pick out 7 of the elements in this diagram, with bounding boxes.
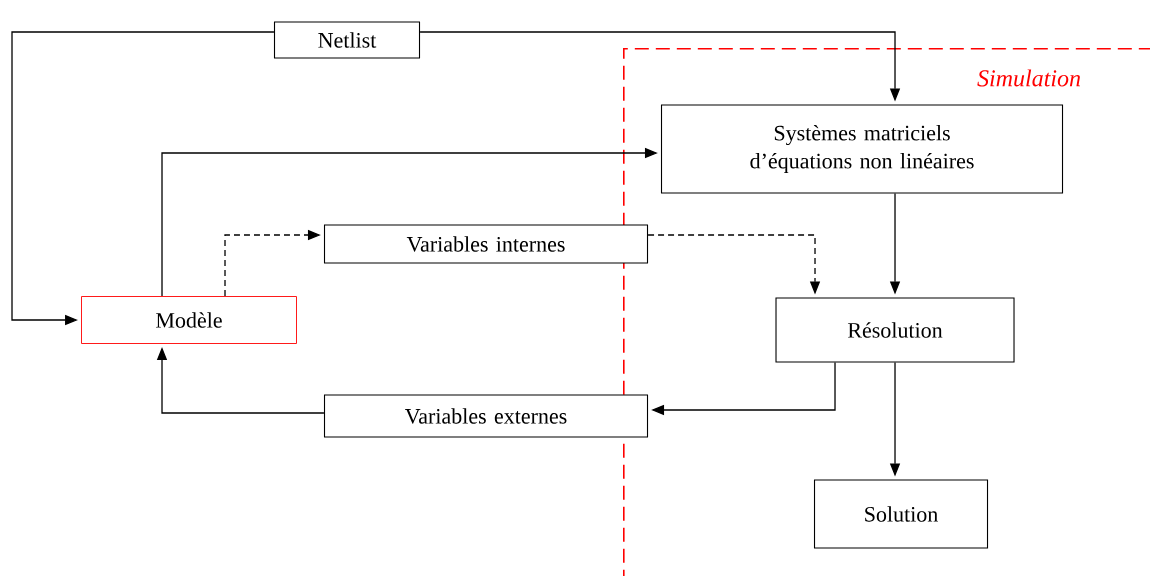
process-box: Netlist [273, 21, 421, 59]
model-box: Modèle [81, 296, 297, 344]
process-box: Variables externes [323, 394, 649, 438]
process-box: Résolution [775, 297, 1015, 363]
process-box: Systèmes matriciels d’équations non linéaires [660, 104, 1064, 194]
process-box: Variables internes [323, 224, 649, 264]
process-box: Solution [813, 479, 989, 549]
